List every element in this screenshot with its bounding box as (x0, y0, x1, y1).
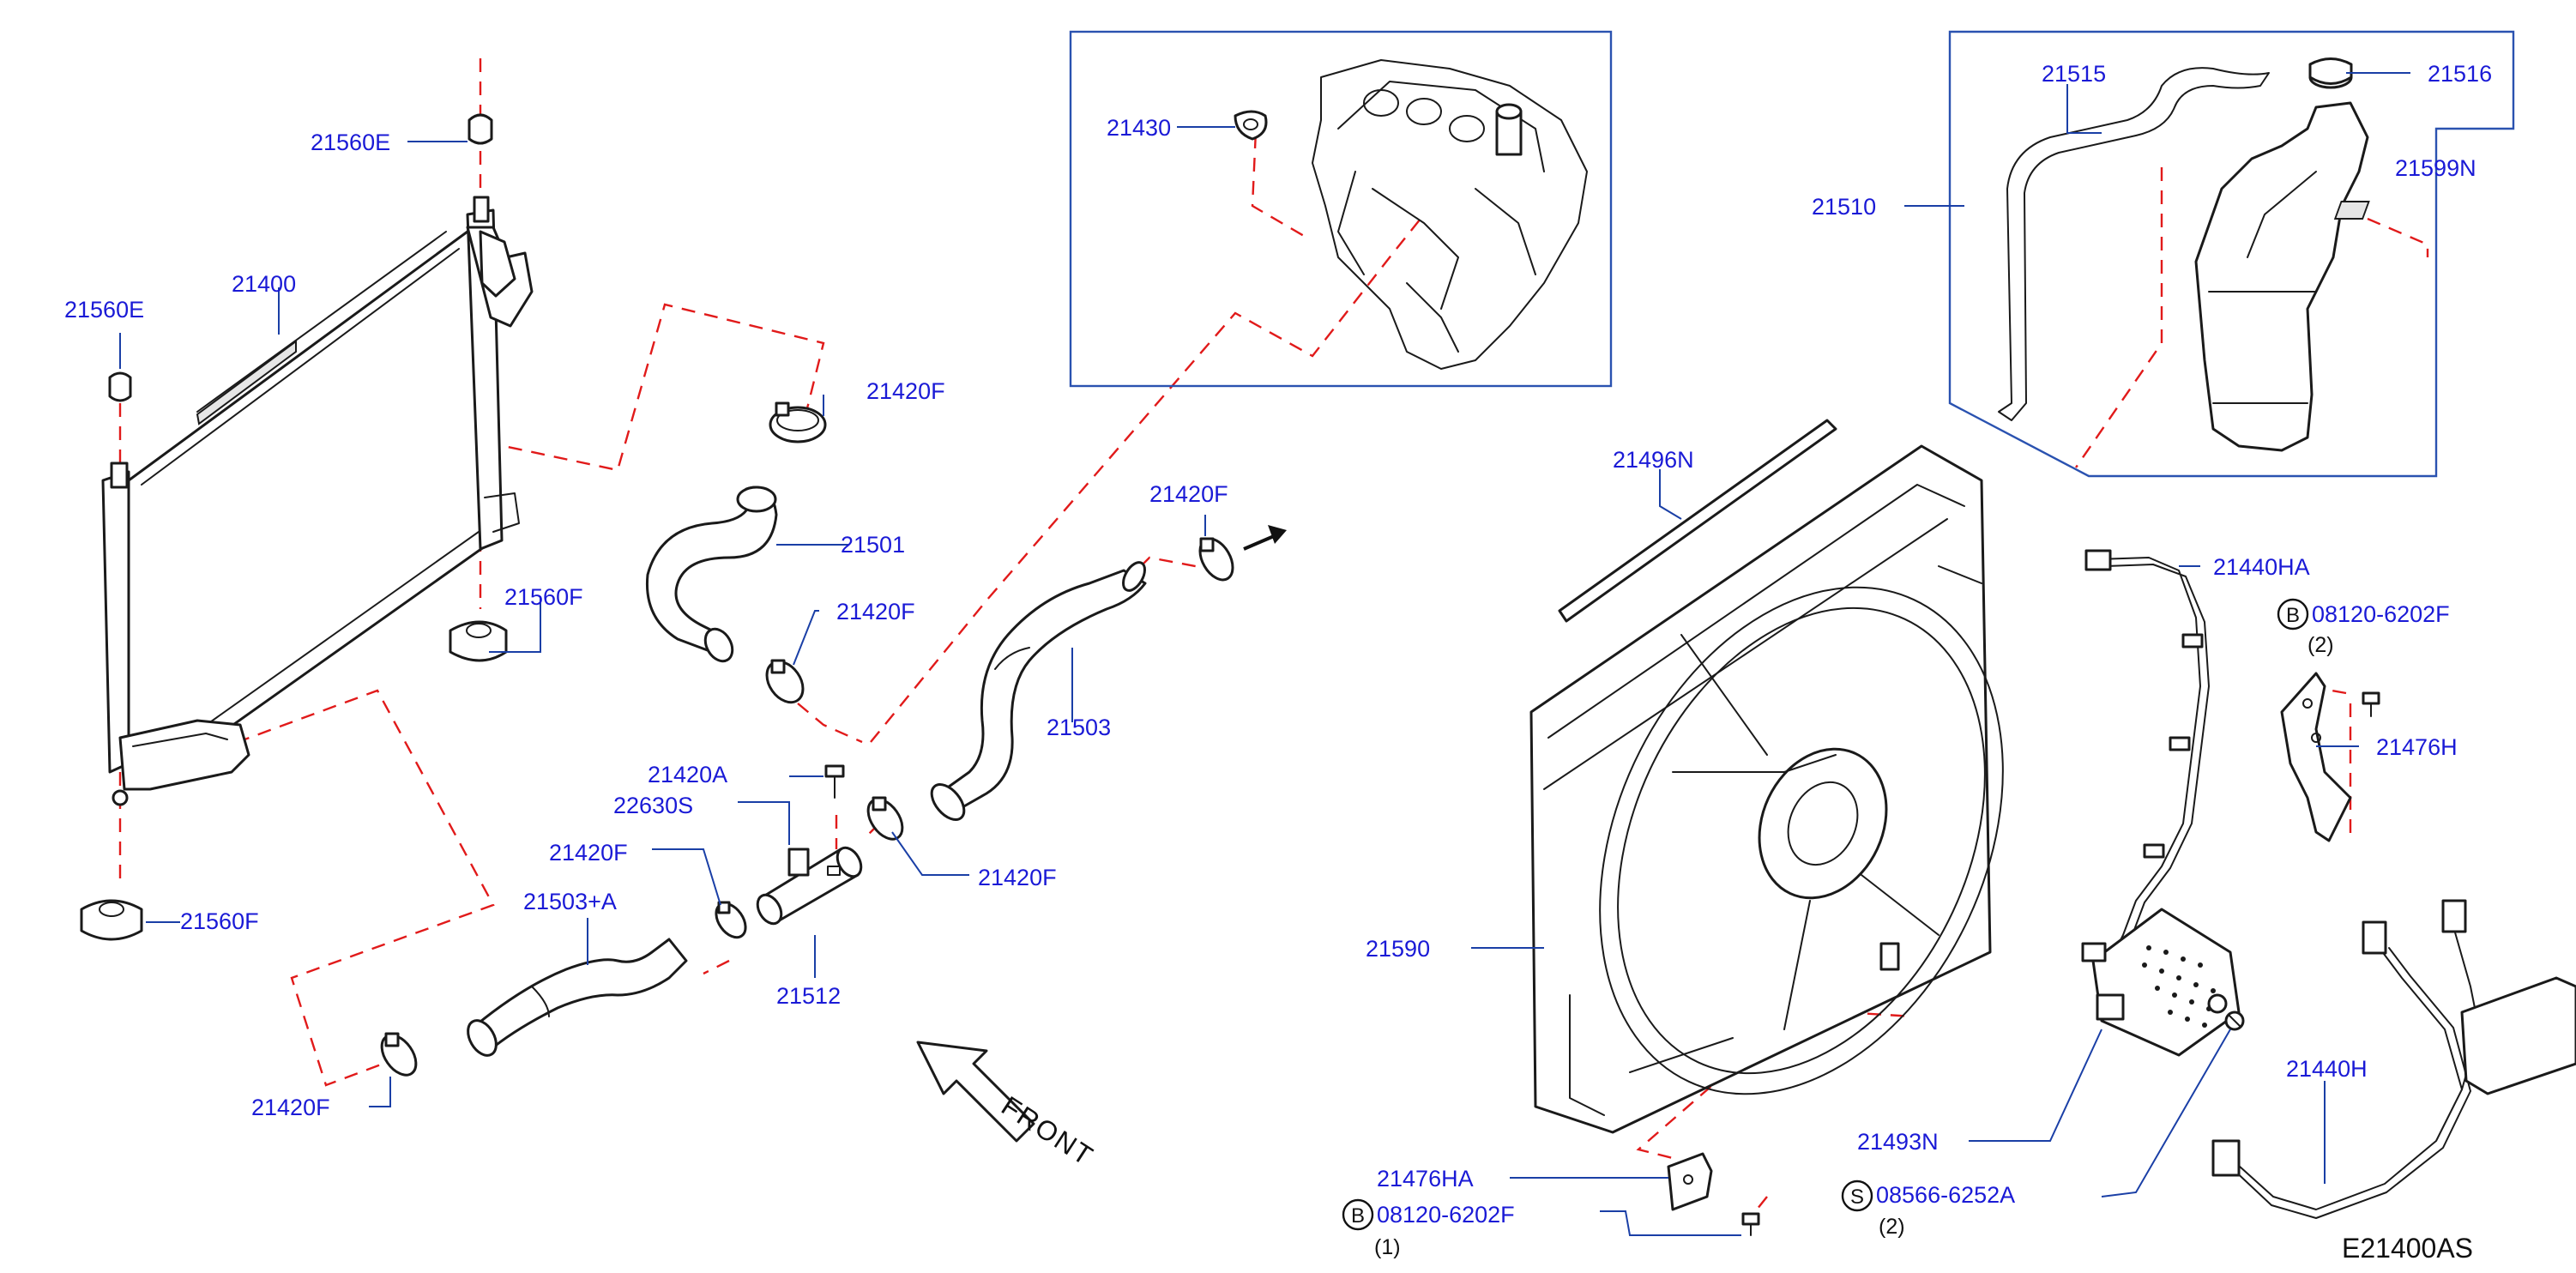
rubber-mount-21560F-bottom (80, 899, 143, 941)
bolt-21420A (824, 764, 845, 799)
label-21493N: 21493N (1857, 1129, 1939, 1155)
rubber-mount-21560E-left (108, 371, 132, 402)
label-21501: 21501 (841, 532, 905, 558)
label-21560F-bottom: 21560F (180, 908, 259, 934)
label-21590: 21590 (1366, 936, 1430, 962)
label-21516: 21516 (2428, 61, 2492, 87)
screw-08566 (2224, 1011, 2245, 1031)
label-22630S: 22630S (613, 793, 693, 818)
label-21420F-e: 21420F (978, 865, 1057, 890)
label-21496N: 21496N (1613, 447, 1694, 473)
label-21420F-d: 21420F (549, 840, 628, 866)
bolt-symbol-top-icon: B (2277, 598, 2309, 630)
clamp-21420F-c (1198, 537, 1234, 582)
label-21420F-c: 21420F (1149, 481, 1228, 507)
bolt-symbol-bottom-icon: B (1342, 1198, 1374, 1231)
rubber-mount-21560F-mid (449, 620, 508, 662)
radiator-21400 (101, 196, 534, 806)
label-21400: 21400 (232, 271, 296, 297)
harness-21440HA (2084, 549, 2210, 955)
label-08120-top: 08120-6202F (2312, 601, 2450, 627)
leader-lines (119, 72, 2410, 1236)
label-21420F-b: 21420F (836, 599, 915, 624)
bracket-21476HA (1667, 1152, 1713, 1211)
reservoir-inset (1948, 30, 2515, 478)
harness-21440H (2211, 899, 2576, 1219)
label-21515: 21515 (2042, 61, 2106, 87)
label-21440HA: 21440HA (2213, 554, 2310, 580)
label-21560F-mid: 21560F (504, 584, 583, 610)
clamp-21420F-e (866, 796, 904, 841)
clamp-21420F-b (765, 659, 805, 704)
hose-21501 (645, 486, 778, 663)
bolt-08120-bottom (1741, 1212, 1760, 1236)
label-21476HA: 21476HA (1377, 1166, 1474, 1192)
quantity-screw: (2) (1879, 1215, 1905, 1239)
rubber-mount-21560E-top (468, 113, 493, 145)
clamp-21420F-d (715, 901, 747, 939)
bracket-21476H (2280, 672, 2352, 842)
quantity-top: (2) (2308, 633, 2334, 657)
svg-text:S: S (1850, 1186, 1864, 1209)
control-module-21493N (2081, 908, 2241, 1057)
fan-shroud-21590 (1529, 444, 2004, 1134)
label-21510: 21510 (1812, 194, 1876, 220)
hose-21503A (467, 938, 688, 1057)
label-21599N: 21599N (2395, 155, 2476, 181)
front-arrow-icon (916, 1041, 1035, 1143)
label-21503A: 21503+A (523, 889, 617, 914)
label-21512: 21512 (776, 983, 841, 1009)
svg-text:B: B (2286, 604, 2300, 627)
diagram-code: E21400AS (2342, 1233, 2473, 1264)
screw-symbol-icon: S (1841, 1179, 1873, 1212)
label-21420F-f: 21420F (251, 1095, 330, 1120)
clamp-21420F-f (380, 1032, 418, 1077)
svg-text:B: B (1351, 1204, 1365, 1228)
seal-strip-21496N (1558, 419, 1837, 623)
clamp-21420F-a (769, 401, 827, 443)
label-21560E-top: 21560E (311, 130, 390, 155)
connector-21512 (756, 846, 863, 926)
label-21476H: 21476H (2376, 734, 2458, 760)
label-08120-bottom: 08120-6202F (1377, 1202, 1515, 1228)
label-21420F-a: 21420F (866, 378, 945, 404)
direction-arrow-icon (1243, 525, 1287, 551)
part-labels: 21560E 21560E 21400 21560F 21560F 21420F… (64, 61, 2492, 1228)
label-21420A: 21420A (648, 762, 727, 787)
module-vent-grid (2142, 945, 2216, 1028)
label-21560E-left: 21560E (64, 297, 144, 323)
engine-inset (1069, 30, 1613, 388)
label-21440H: 21440H (2286, 1056, 2368, 1082)
label-08566: 08566-6252A (1876, 1182, 2015, 1208)
hose-21503 (930, 561, 1147, 821)
label-21503: 21503 (1047, 715, 1111, 740)
label-21430: 21430 (1107, 115, 1171, 141)
quantity-bottom: (1) (1374, 1235, 1401, 1259)
bolt-08120-top (2362, 691, 2380, 717)
